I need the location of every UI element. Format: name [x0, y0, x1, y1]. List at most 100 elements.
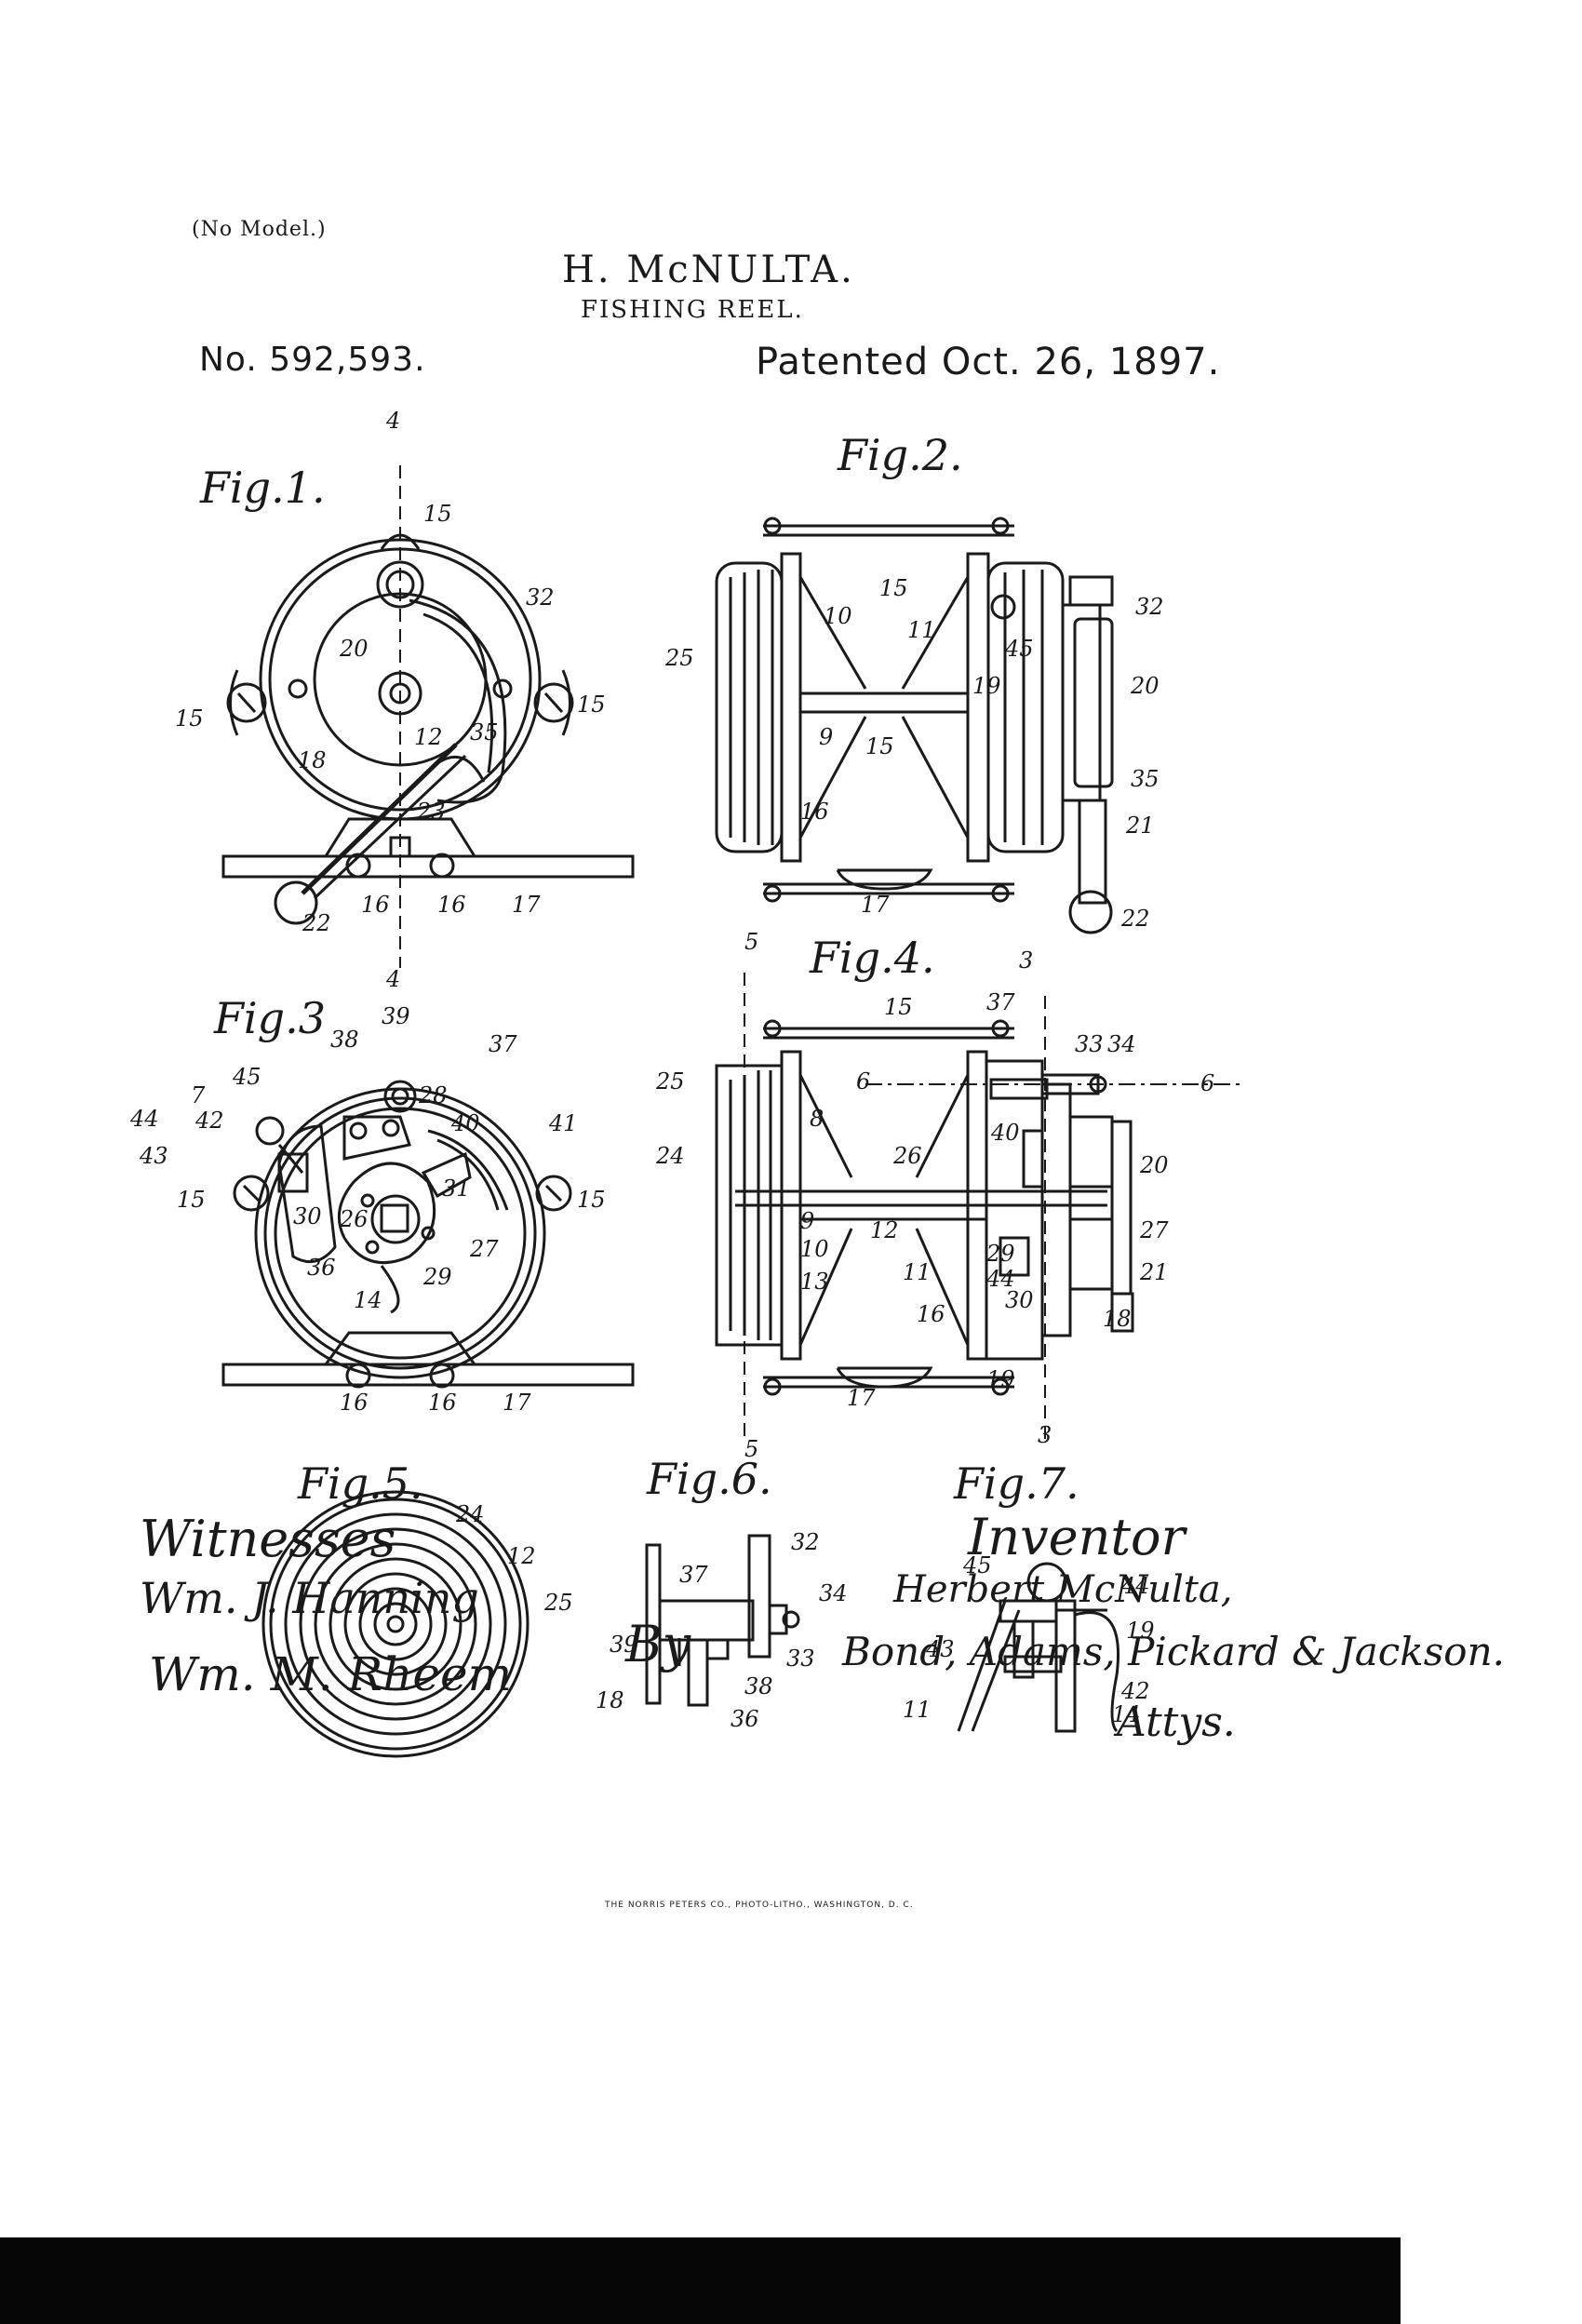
ref-numeral: 38: [744, 1673, 773, 1699]
figure-3-drawing: [221, 1080, 635, 1389]
ref-numeral: 29: [985, 1241, 1015, 1267]
ref-numeral: 19: [986, 1366, 1015, 1392]
ref-numeral: 36: [731, 1706, 759, 1732]
ref-numeral: 10: [824, 603, 852, 629]
ref-numeral: 8: [810, 1106, 824, 1132]
ref-numeral: 45: [1004, 636, 1034, 662]
ref-numeral: 5: [744, 1436, 758, 1462]
ref-numeral: 18: [1103, 1306, 1132, 1332]
ref-numeral: 3: [1019, 947, 1033, 974]
patent-title: FISHING REEL.: [581, 296, 804, 324]
ref-numeral: 37: [986, 989, 1015, 1015]
ref-numeral: 13: [800, 1269, 829, 1295]
printer-imprint: THE NORRIS PETERS CO., PHOTO-LITHO., WAS…: [605, 1901, 914, 1910]
ref-numeral: 12: [414, 724, 443, 750]
ref-numeral: 34: [819, 1580, 848, 1606]
ref-numeral: 43: [925, 1636, 955, 1662]
ref-numeral: 44: [129, 1106, 159, 1132]
ref-numeral: 32: [791, 1529, 820, 1555]
witness-signature-1: Wm. J. Hanning: [140, 1573, 479, 1623]
ref-numeral: 27: [1139, 1217, 1169, 1243]
ref-numeral: 32: [526, 584, 555, 611]
ref-numeral: 33: [786, 1646, 815, 1672]
ref-numeral: 43: [139, 1143, 168, 1169]
figure-4-drawing: [715, 973, 1242, 1443]
ref-numeral: 22: [302, 910, 331, 936]
patent-number: No. 592,593.: [199, 341, 426, 379]
ref-numeral: 15: [865, 733, 894, 759]
ref-numeral: 15: [175, 705, 204, 732]
ref-numeral: 26: [339, 1206, 369, 1232]
ref-numeral: 42: [194, 1108, 224, 1134]
ref-numeral: 42: [1120, 1678, 1150, 1704]
patent-date: Patented Oct. 26, 1897.: [756, 341, 1221, 383]
ref-numeral: 15: [177, 1187, 206, 1213]
witness-signature-2: Wm. M. Rheem: [149, 1647, 513, 1701]
ref-numeral: 29: [422, 1264, 452, 1290]
ref-numeral: 34: [1107, 1031, 1136, 1057]
ref-numeral: 30: [293, 1203, 322, 1229]
ref-numeral: 25: [664, 645, 694, 671]
ref-numeral: 39: [382, 1003, 410, 1029]
ref-numeral: 41: [548, 1110, 578, 1136]
ref-numeral: 15: [423, 501, 452, 527]
fig5-label: Fig.5.: [297, 1458, 423, 1509]
ref-numeral: 37: [489, 1031, 517, 1057]
fig6-label: Fig.6.: [646, 1454, 772, 1504]
ref-numeral: 18: [596, 1687, 624, 1713]
ref-numeral: 26: [892, 1143, 922, 1169]
ref-numeral: 27: [469, 1236, 499, 1262]
ref-numeral: 19: [1126, 1618, 1155, 1644]
by-label: By: [625, 1615, 691, 1673]
figure-1-drawing: [221, 465, 635, 968]
ref-numeral: 22: [1120, 906, 1150, 932]
fig7-label: Fig.7.: [953, 1458, 1079, 1509]
ref-numeral: 33: [1075, 1031, 1104, 1057]
ref-numeral: 18: [298, 747, 327, 773]
ref-numeral: 6: [1200, 1070, 1214, 1096]
figure-7-drawing: [957, 1562, 1119, 1733]
ref-numeral: 5: [744, 929, 758, 955]
ref-numeral: 16: [437, 892, 466, 918]
ref-numeral: 17: [503, 1390, 531, 1416]
ref-numeral: 40: [990, 1120, 1020, 1146]
ref-numeral: 16: [361, 892, 390, 918]
ref-numeral: 7: [191, 1082, 206, 1108]
attorneys-signature: Bond, Adams, Pickard & Jackson.: [842, 1629, 1505, 1674]
fig1-label: Fig.1.: [199, 463, 326, 513]
inventor-signature: Herbert McNulta,: [893, 1568, 1233, 1611]
fig2-label: Fig.2.: [837, 430, 963, 480]
fig4-label: Fig.4.: [809, 933, 935, 983]
ref-numeral: 44: [1120, 1573, 1150, 1599]
ref-numeral: 15: [577, 692, 606, 718]
ref-numeral: 10: [800, 1236, 829, 1262]
figure-2-drawing: [715, 517, 1114, 934]
ref-numeral: 17: [847, 1385, 876, 1411]
ref-numeral: 21: [1125, 813, 1155, 839]
ref-numeral: 16: [917, 1301, 945, 1327]
ref-numeral: 4: [385, 408, 400, 434]
ref-numeral: 4: [385, 966, 400, 992]
ref-numeral: 12: [870, 1217, 899, 1243]
ref-numeral: 40: [450, 1110, 480, 1136]
inventor-label: Inventor: [968, 1508, 1186, 1566]
figure-6-drawing: [645, 1534, 800, 1707]
ref-numeral: 16: [428, 1390, 457, 1416]
ref-numeral: 17: [861, 892, 890, 918]
ref-numeral: 21: [1139, 1259, 1169, 1285]
ref-numeral: 19: [972, 673, 1001, 699]
ref-numeral: 31: [442, 1175, 471, 1202]
ref-numeral: 9: [800, 1208, 814, 1234]
ref-numeral: 25: [655, 1068, 685, 1095]
ref-numeral: 32: [1135, 594, 1164, 620]
ref-numeral: 45: [232, 1064, 261, 1090]
ref-numeral: 20: [339, 636, 369, 662]
ref-numeral: 3: [1038, 1422, 1052, 1448]
ref-numeral: 15: [884, 994, 913, 1020]
ref-numeral: 35: [1131, 766, 1160, 792]
ref-numeral: 36: [307, 1255, 336, 1281]
ref-numeral: 9: [819, 724, 833, 750]
ref-numeral: 11: [907, 617, 936, 643]
fig3-label: Fig.3: [213, 993, 326, 1043]
